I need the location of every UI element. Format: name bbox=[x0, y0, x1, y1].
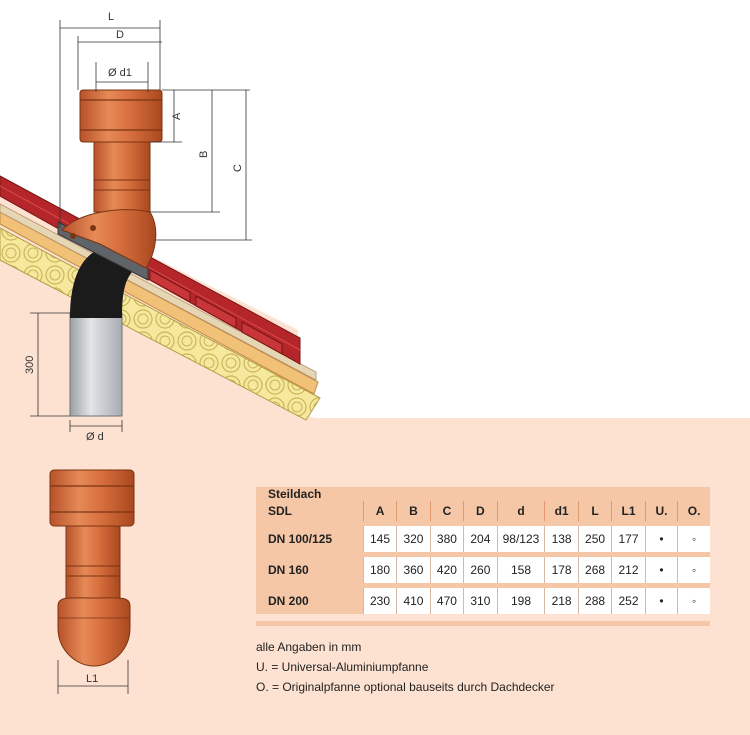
table-cell: 420 bbox=[429, 557, 464, 583]
notes-block: alle Angaben in mm U. = Universal-Alumin… bbox=[256, 637, 555, 697]
dim-B-label: B bbox=[198, 151, 210, 158]
table-cell: 288 bbox=[577, 588, 612, 614]
dim-d-label: Ø d bbox=[86, 431, 104, 443]
table-cell: 230 bbox=[362, 588, 397, 614]
table-row: DN 200 230 410 470 310 198 218 288 252 •… bbox=[256, 588, 710, 614]
dim-300-label: 300 bbox=[24, 356, 36, 374]
table-cell: 252 bbox=[611, 588, 646, 614]
dimension-lines bbox=[30, 20, 252, 694]
table-title-line1: Steildach bbox=[268, 487, 322, 501]
product-illustration bbox=[49, 469, 135, 667]
table-cell: • bbox=[644, 588, 678, 614]
row-label: DN 100/125 bbox=[256, 526, 364, 552]
table-row: DN 160 180 360 420 260 158 178 268 212 •… bbox=[256, 557, 710, 583]
table-cell: 212 bbox=[611, 557, 646, 583]
dim-L1-label: L1 bbox=[86, 673, 98, 685]
header-cell: d1 bbox=[544, 501, 579, 521]
table-cell: 320 bbox=[396, 526, 431, 552]
row-label: DN 200 bbox=[256, 588, 364, 614]
table-cell: ◦ bbox=[677, 526, 710, 552]
table-title-line2: SDL bbox=[268, 504, 292, 518]
table-cell: 178 bbox=[544, 557, 579, 583]
note-line: O. = Originalpfanne optional bauseits du… bbox=[256, 680, 555, 694]
table-cell: 360 bbox=[396, 557, 431, 583]
header-cell: L1 bbox=[611, 501, 646, 521]
header-cell: O. bbox=[677, 501, 710, 521]
table-cell: 380 bbox=[429, 526, 464, 552]
table-cell: 158 bbox=[496, 557, 545, 583]
roof-section bbox=[0, 175, 321, 421]
header-cell: C bbox=[429, 501, 464, 521]
note-line: alle Angaben in mm bbox=[256, 640, 362, 654]
table-cell: 177 bbox=[611, 526, 646, 552]
table-cell: ◦ bbox=[677, 557, 710, 583]
table-cell: 138 bbox=[544, 526, 579, 552]
header-cell: D bbox=[463, 501, 498, 521]
table-bottom-stripe bbox=[256, 621, 710, 626]
table-cell: 198 bbox=[496, 588, 545, 614]
table-cell: 410 bbox=[396, 588, 431, 614]
table-cell: 260 bbox=[463, 557, 498, 583]
duct-pipe bbox=[69, 312, 123, 417]
flex-connector bbox=[70, 252, 132, 318]
table-cell: 98/123 bbox=[496, 526, 545, 552]
dim-A-label: A bbox=[171, 112, 183, 120]
header-cell: L bbox=[577, 501, 612, 521]
table-cell: 218 bbox=[544, 588, 579, 614]
header-cell: U. bbox=[644, 501, 678, 521]
table-cell: ◦ bbox=[677, 588, 710, 614]
table-cell: 268 bbox=[577, 557, 612, 583]
table-row: DN 100/125 145 320 380 204 98/123 138 25… bbox=[256, 526, 710, 552]
dim-C-label: C bbox=[232, 164, 244, 172]
table-cell: 470 bbox=[429, 588, 464, 614]
header-cell: A bbox=[362, 501, 397, 521]
table-cell: • bbox=[644, 557, 678, 583]
dimension-table: Steildach SDL A B C D d d1 L L1 U. O. DN… bbox=[256, 487, 710, 614]
dim-D-label: D bbox=[116, 29, 124, 41]
table-cell: 180 bbox=[362, 557, 397, 583]
roof-vent-upper bbox=[61, 89, 163, 269]
row-label: DN 160 bbox=[256, 557, 364, 583]
table-cell: 204 bbox=[463, 526, 498, 552]
table-cell: 310 bbox=[463, 588, 498, 614]
table-cell: 250 bbox=[577, 526, 612, 552]
header-cell: d bbox=[496, 501, 545, 521]
table-cell: 145 bbox=[362, 526, 397, 552]
dim-L-label: L bbox=[108, 11, 114, 23]
note-line: U. = Universal-Aluminiumpfanne bbox=[256, 660, 429, 674]
table-cell: • bbox=[644, 526, 678, 552]
dim-d1-label: Ø d1 bbox=[108, 67, 132, 79]
header-cell: B bbox=[396, 501, 431, 521]
